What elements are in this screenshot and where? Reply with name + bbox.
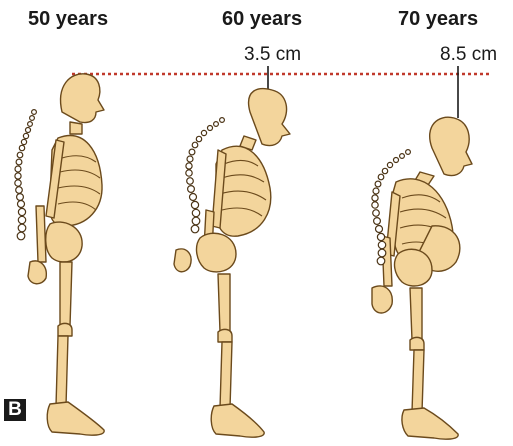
spine-50-years — [15, 110, 37, 240]
skeleton-60-years — [174, 89, 290, 438]
skeleton-50-years — [28, 74, 104, 435]
panel-label: B — [4, 399, 26, 421]
